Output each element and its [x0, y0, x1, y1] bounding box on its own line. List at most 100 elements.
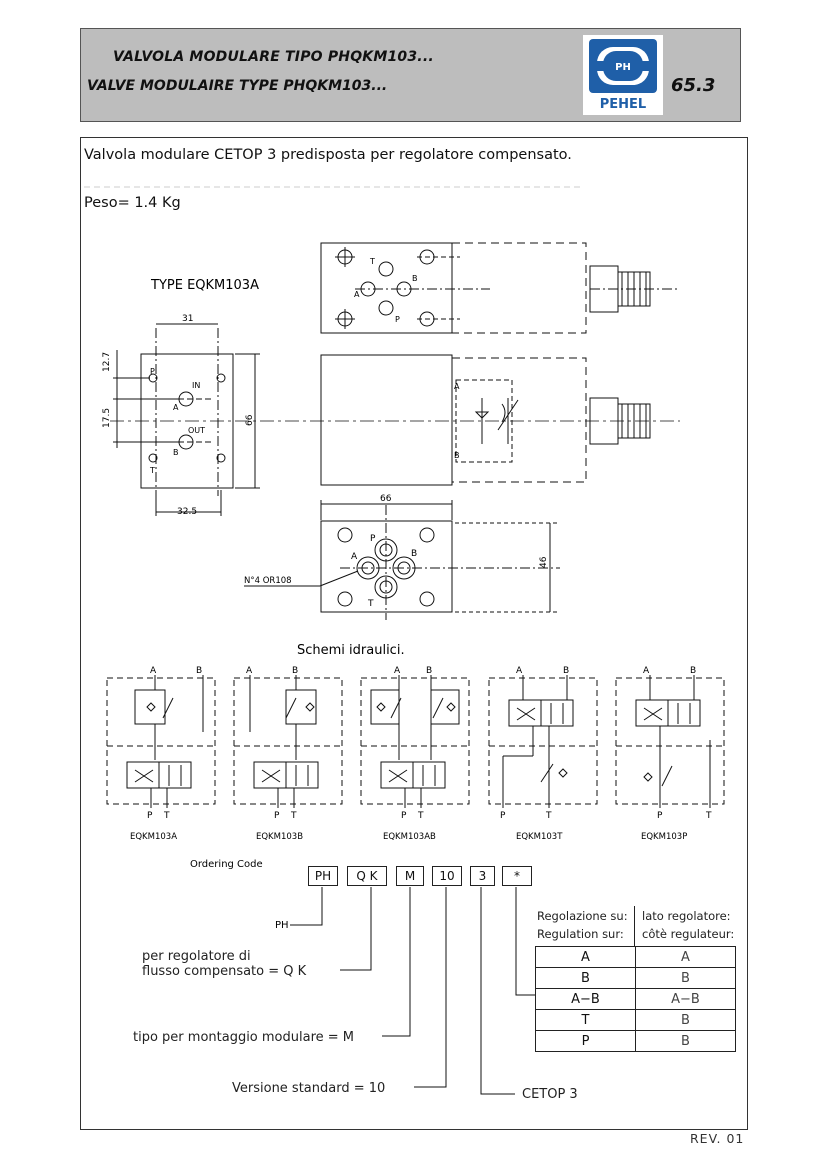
table-header-right: lato regolatore: côtè regulateur:	[642, 907, 734, 943]
scheme-label-p: EQKM103P	[641, 832, 687, 842]
scheme-b-port-a: A	[246, 666, 253, 676]
ordering-title: Ordering Code	[190, 859, 263, 870]
title-french: VALVE MODULAIRE TYPE PHQKM103...	[87, 78, 388, 94]
scheme-t-port-p: P	[500, 811, 506, 821]
row-left: A	[535, 946, 636, 968]
table-header-left-fr: Regulation sur:	[537, 927, 624, 941]
dim-17-5: 17.5	[102, 408, 112, 428]
scheme-a-port-p: P	[147, 811, 153, 821]
top-port-p: P	[395, 315, 400, 324]
scheme-eqkm103t	[488, 675, 598, 808]
revision-label: REV. 01	[690, 1131, 745, 1146]
modular-note: tipo per montaggio modulare = M	[133, 1030, 354, 1045]
bottom-view-block	[320, 520, 453, 613]
side-port-a: A	[173, 403, 179, 412]
table-header-right-it: lato regolatore:	[642, 909, 731, 923]
front-view-block	[320, 354, 453, 486]
table-header-left-it: Regolazione su:	[537, 909, 628, 923]
scheme-a-port-t: T	[163, 811, 170, 821]
row-left: B	[535, 967, 636, 989]
description-text: Valvola modulare CETOP 3 predisposta per…	[84, 147, 572, 163]
compensated-line1: per regolatore di	[142, 949, 251, 964]
oring-label: N°4 OR108	[244, 576, 292, 586]
scheme-label-a: EQKM103A	[130, 832, 177, 842]
scheme-eqkm103a	[106, 675, 216, 808]
scheme-p-port-a: A	[643, 666, 650, 676]
scheme-p-port-t: T	[705, 811, 712, 821]
bottom-port-p: P	[370, 534, 376, 544]
top-port-a: A	[354, 290, 360, 299]
port-out-label: OUT	[188, 426, 205, 435]
standard-note: Versione standard = 10	[232, 1081, 385, 1096]
title-italian: VALVOLA MODULARE TIPO PHQKM103...	[113, 49, 434, 65]
bottom-port-a: A	[351, 552, 358, 562]
table-header-left: Regolazione su: Regulation sur:	[537, 907, 628, 943]
scheme-p-port-b: B	[690, 666, 696, 676]
scheme-a-port-a: A	[150, 666, 157, 676]
weight-text: Peso= 1.4 Kg	[84, 195, 181, 211]
dim-31: 31	[182, 314, 193, 324]
scheme-b-port-t: T	[290, 811, 297, 821]
scheme-eqkm103p	[615, 675, 725, 808]
row-left: P	[535, 1030, 636, 1052]
cetop-note: CETOP 3	[522, 1087, 578, 1102]
dim-32-5: 32.5	[177, 507, 197, 517]
row-right: A−B	[635, 988, 736, 1010]
front-port-b: B	[454, 451, 460, 460]
code-box-3: 3	[470, 866, 495, 886]
compensated-line2: flusso compensato = Q K	[142, 964, 307, 979]
logo-text: PEHEL	[600, 97, 646, 112]
scheme-p-port-p: P	[657, 811, 663, 821]
row-right: A	[635, 946, 736, 968]
scheme-a-port-b: B	[196, 666, 202, 676]
logo-mark: PH	[615, 62, 631, 73]
port-in-label: IN	[192, 381, 200, 390]
scheme-label-b: EQKM103B	[256, 832, 303, 842]
side-port-b: B	[173, 448, 179, 457]
code-box-star: *	[502, 866, 532, 886]
scheme-b-port-p: P	[274, 811, 280, 821]
scheme-label-t: EQKM103T	[516, 832, 563, 842]
content-frame	[80, 137, 748, 1130]
scheme-eqkm103ab	[360, 675, 470, 808]
code-box-qk: Q K	[347, 866, 387, 886]
table-header-right-fr: côtè regulateur:	[642, 927, 735, 941]
dim-66-side: 66	[245, 414, 255, 426]
scheme-t-port-b: B	[563, 666, 569, 676]
table-header-divider	[634, 906, 635, 946]
side-port-t: T	[149, 466, 155, 475]
pehel-logo-icon: PH PEHEL	[583, 35, 663, 115]
scheme-t-port-t: T	[545, 811, 552, 821]
scheme-ab-port-a: A	[394, 666, 401, 676]
side-port-p: P	[150, 367, 155, 376]
dim-66-top: 66	[380, 494, 392, 504]
scheme-ab-port-t: T	[417, 811, 424, 821]
scheme-label-ab: EQKM103AB	[383, 832, 436, 842]
pehel-logo: PH PEHEL	[583, 35, 663, 115]
schemes-title: Schemi idraulici.	[297, 643, 405, 658]
type-label: TYPE EQKM103A	[150, 278, 259, 293]
scheme-t-port-a: A	[516, 666, 523, 676]
page-number: 65.3	[671, 75, 716, 96]
bottom-port-b: B	[411, 549, 417, 559]
top-port-t: T	[369, 257, 375, 266]
code-box-10: 10	[432, 866, 462, 886]
row-left: T	[535, 1009, 636, 1031]
row-right: B	[635, 967, 736, 989]
scheme-ab-port-p: P	[401, 811, 407, 821]
top-port-b: B	[412, 274, 418, 283]
scheme-b-port-b: B	[292, 666, 298, 676]
ph-note: PH	[275, 920, 289, 931]
scheme-ab-port-b: B	[426, 666, 432, 676]
front-port-a: A	[454, 382, 460, 391]
row-right: B	[635, 1030, 736, 1052]
header-banner: VALVOLA MODULARE TIPO PHQKM103... VALVE …	[80, 28, 741, 122]
code-box-ph: PH	[308, 866, 338, 886]
dim-46: 46	[539, 556, 549, 568]
